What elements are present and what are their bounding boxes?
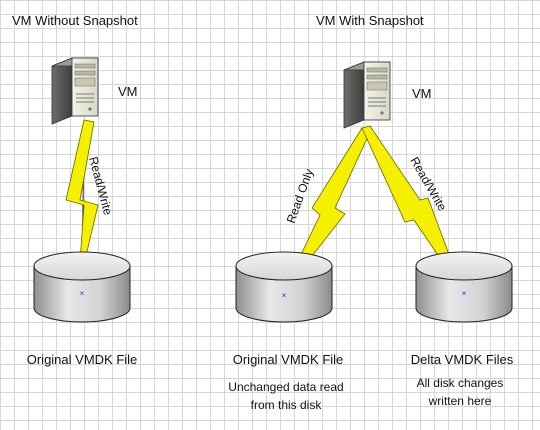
disk-icon xyxy=(235,251,333,323)
vm-label-right: VM xyxy=(412,86,432,101)
disk-icon xyxy=(33,251,131,323)
title-vm-with-snapshot: VM With Snapshot xyxy=(316,13,424,28)
vm-label-left: VM xyxy=(118,84,138,99)
connection-point-icon: × xyxy=(462,289,467,298)
link-label-middle: Read Only xyxy=(284,167,317,225)
disk-label-right: Delta VMDK Files xyxy=(411,352,514,367)
server-icon xyxy=(51,57,99,125)
lightning-bolt-icon xyxy=(281,127,371,295)
server-icon xyxy=(343,61,391,129)
lightning-bolt-icon xyxy=(361,125,464,293)
disk-label-left: Original VMDK File xyxy=(27,352,138,367)
connection-point-icon: × xyxy=(80,289,85,298)
disk-label-middle: Original VMDK File xyxy=(233,352,344,367)
connection-point-icon: × xyxy=(282,291,287,300)
disk-note-middle-line1: Unchanged data read xyxy=(228,380,343,394)
disk-note-middle-line2: from this disk xyxy=(251,398,323,412)
title-vm-without-snapshot: VM Without Snapshot xyxy=(12,13,138,28)
disk-icon xyxy=(415,251,513,323)
disk-note-right-line1: All disk changes xyxy=(417,376,504,390)
disk-note-right-line2: written here xyxy=(428,394,492,408)
